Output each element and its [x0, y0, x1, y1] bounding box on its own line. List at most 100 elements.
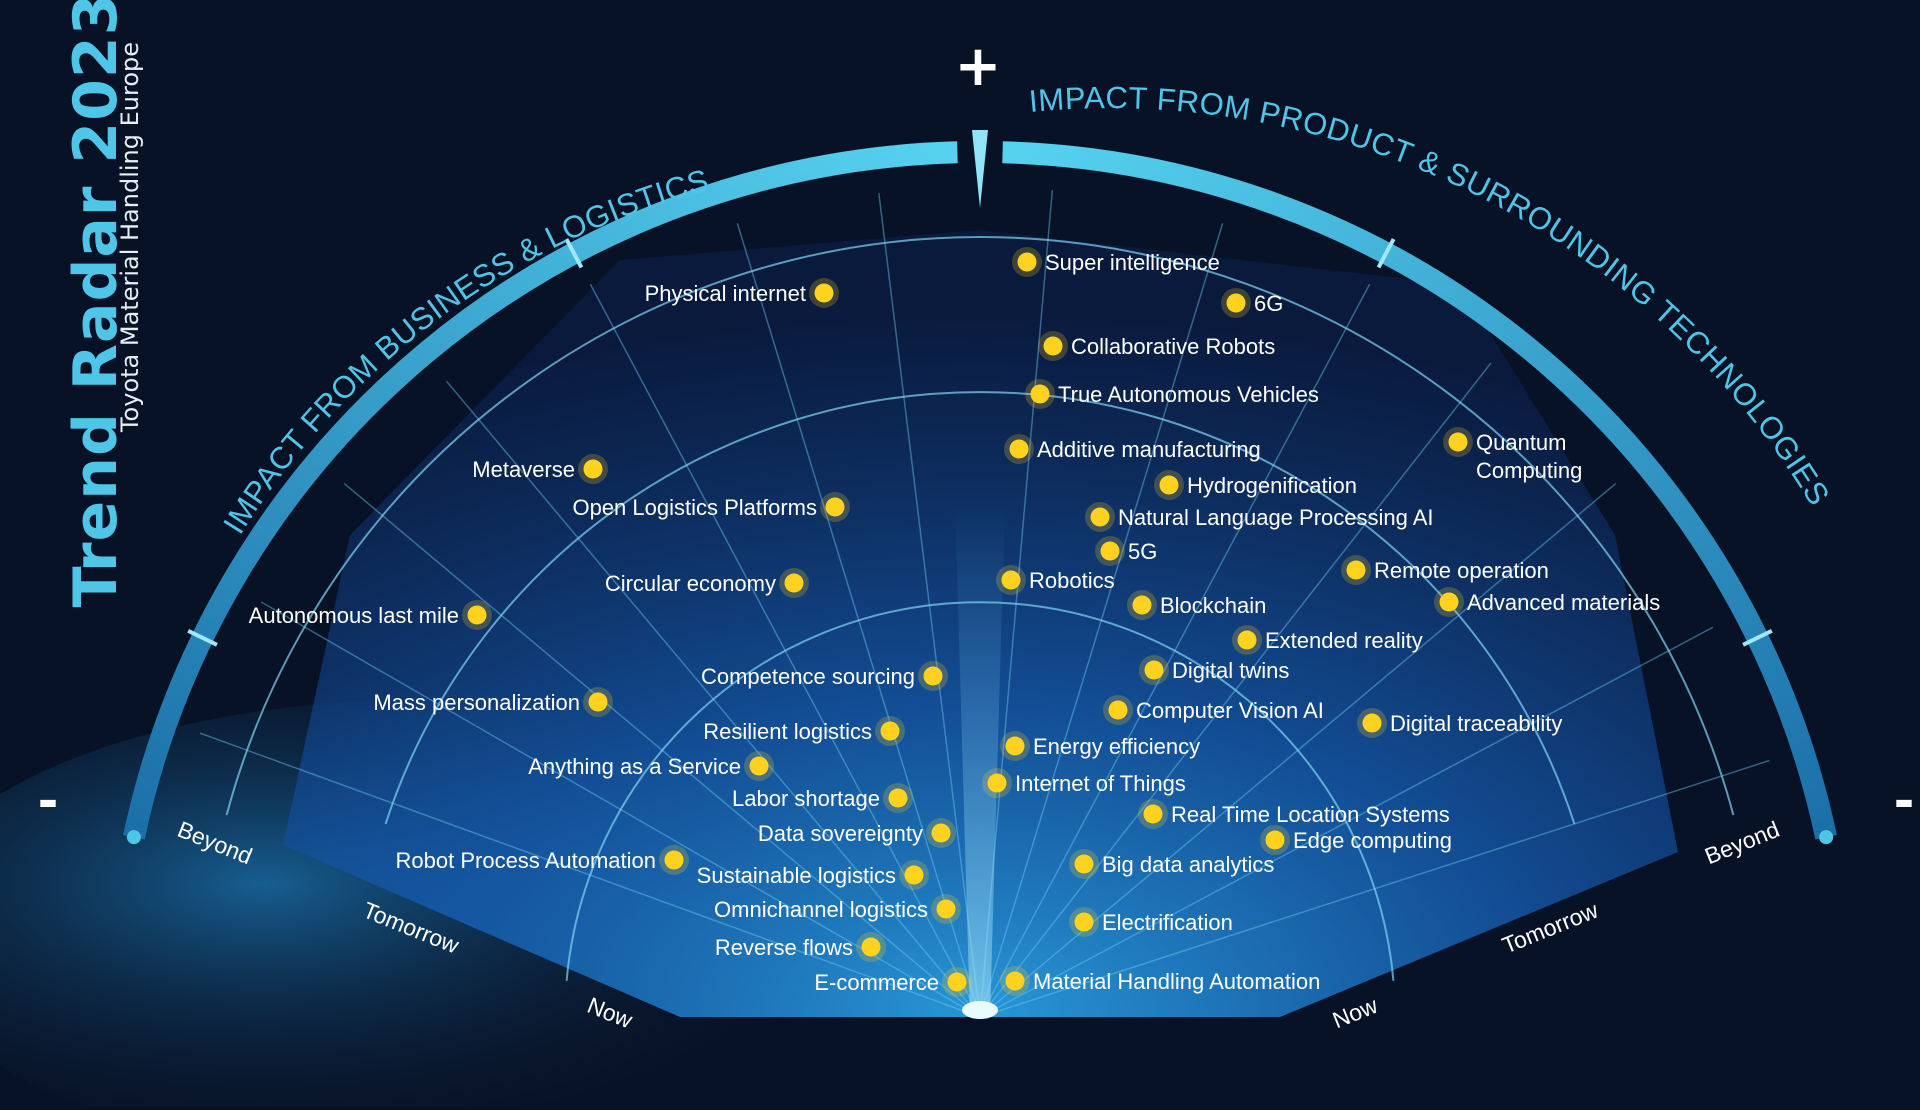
trend-collaborative-robots[interactable]: Collaborative Robots: [1038, 331, 1275, 361]
trend-data-sovereignty[interactable]: Data sovereignty: [758, 818, 956, 848]
trend-dot[interactable]: [1439, 592, 1459, 612]
trend-dot[interactable]: [904, 865, 924, 885]
trend-computer-vision-ai[interactable]: Computer Vision AI: [1103, 695, 1324, 725]
trend-robot-process-automation[interactable]: Robot Process Automation: [396, 845, 689, 875]
trend-dot[interactable]: [1159, 475, 1179, 495]
trend-omnichannel-logistics[interactable]: Omnichannel logistics: [714, 894, 961, 924]
trend-dot[interactable]: [1346, 560, 1366, 580]
trend-true-autonomous-vehicles[interactable]: True Autonomous Vehicles: [1025, 379, 1319, 409]
trend-dot[interactable]: [825, 497, 845, 517]
trend-edge-computing[interactable]: Edge computing: [1260, 825, 1452, 855]
trend-natural-language-processing-ai[interactable]: Natural Language Processing AI: [1085, 502, 1434, 532]
trend-label: 5G: [1128, 539, 1157, 564]
trend-dot[interactable]: [467, 605, 487, 625]
trend-dot[interactable]: [1005, 971, 1025, 991]
trend-reverse-flows[interactable]: Reverse flows: [715, 932, 886, 962]
trend-dot[interactable]: [923, 666, 943, 686]
trend-labor-shortage[interactable]: Labor shortage: [732, 783, 913, 813]
trend-label: Open Logistics Platforms: [572, 495, 817, 520]
trend-electrification[interactable]: Electrification: [1069, 907, 1233, 937]
trend-dot[interactable]: [784, 573, 804, 593]
trend-dot[interactable]: [1143, 804, 1163, 824]
trend-digital-traceability[interactable]: Digital traceability: [1357, 708, 1562, 738]
trend-metaverse[interactable]: Metaverse: [472, 454, 608, 484]
trend-dot[interactable]: [664, 850, 684, 870]
trend-dot[interactable]: [1362, 713, 1382, 733]
trend-robotics[interactable]: Robotics: [996, 565, 1115, 595]
trend-dot[interactable]: [1005, 736, 1025, 756]
trend-dot[interactable]: [1448, 432, 1468, 452]
trend-physical-internet[interactable]: Physical internet: [645, 278, 839, 308]
trend-dot[interactable]: [1009, 439, 1029, 459]
trend-dot[interactable]: [749, 756, 769, 776]
trend-dot[interactable]: [588, 692, 608, 712]
trend-advanced-materials[interactable]: Advanced materials: [1434, 587, 1660, 617]
trend-energy-efficiency[interactable]: Energy efficiency: [1000, 731, 1200, 761]
trend-extended-reality[interactable]: Extended reality: [1232, 625, 1423, 655]
radar-spoke: [878, 193, 979, 1003]
trend-label: Metaverse: [472, 457, 575, 482]
trend-label: Big data analytics: [1102, 852, 1274, 877]
trend-autonomous-last-mile[interactable]: Autonomous last mile: [249, 600, 492, 630]
trend-hydrogenification[interactable]: Hydrogenification: [1154, 470, 1357, 500]
trend-additive-manufacturing[interactable]: Additive manufacturing: [1004, 434, 1261, 464]
radar-spoke: [260, 601, 968, 1011]
trend-dot[interactable]: [1030, 384, 1050, 404]
trend-circular-economy[interactable]: Circular economy: [605, 568, 809, 598]
trend-remote-operation[interactable]: Remote operation: [1341, 555, 1549, 585]
trend-dot[interactable]: [1090, 507, 1110, 527]
trend-5g[interactable]: 5G: [1095, 536, 1157, 566]
trend-dot[interactable]: [1132, 595, 1152, 615]
radar-spoke: [589, 283, 974, 1005]
radar-spoke: [992, 626, 1714, 1011]
trend-resilient-logistics[interactable]: Resilient logistics: [703, 716, 905, 746]
trend-dot[interactable]: [1226, 293, 1246, 313]
trend-dot[interactable]: [936, 899, 956, 919]
trend-big-data-analytics[interactable]: Big data analytics: [1069, 849, 1274, 879]
trend-competence-sourcing[interactable]: Competence sourcing: [701, 661, 948, 691]
trend-blockchain[interactable]: Blockchain: [1127, 590, 1266, 620]
trend-dot[interactable]: [1100, 541, 1120, 561]
trend-mass-personalization[interactable]: Mass personalization: [373, 687, 613, 717]
trend-anything-as-a-service[interactable]: Anything as a Service: [528, 751, 774, 781]
trend-label: Computer Vision AI: [1136, 698, 1324, 723]
trend-dot[interactable]: [880, 721, 900, 741]
trend-dot[interactable]: [1144, 660, 1164, 680]
trend-dot[interactable]: [1017, 252, 1037, 272]
trend-dot[interactable]: [1265, 830, 1285, 850]
trend-dot[interactable]: [931, 823, 951, 843]
trend-dot[interactable]: [947, 972, 967, 992]
trend-super-intelligence[interactable]: Super intelligence: [1012, 247, 1220, 277]
plus-symbol: +: [955, 34, 1002, 99]
trend-label: Data sovereignty: [758, 821, 923, 846]
trend-6g[interactable]: 6G: [1221, 288, 1283, 318]
trend-label: Remote operation: [1374, 558, 1549, 583]
trend-dot[interactable]: [1074, 854, 1094, 874]
trend-digital-twins[interactable]: Digital twins: [1139, 655, 1289, 685]
arc-tick: [187, 628, 218, 647]
trend-label: Edge computing: [1293, 828, 1452, 853]
trend-dot[interactable]: [583, 459, 603, 479]
trend-dot[interactable]: [814, 283, 834, 303]
trend-material-handling-automation[interactable]: Material Handling Automation: [1000, 966, 1320, 996]
trend-sustainable-logistics[interactable]: Sustainable logistics: [697, 860, 929, 890]
trend-dot[interactable]: [1043, 336, 1063, 356]
trend-dot[interactable]: [861, 937, 881, 957]
trend-dot[interactable]: [1074, 912, 1094, 932]
trend-label: Anything as a Service: [528, 754, 741, 779]
trend-dot[interactable]: [987, 773, 1007, 793]
trend-dot[interactable]: [1108, 700, 1128, 720]
trend-label: Material Handling Automation: [1033, 969, 1320, 994]
trend-internet-of-things[interactable]: Internet of Things: [982, 768, 1186, 798]
trend-dot[interactable]: [1237, 630, 1257, 650]
trend-label: Circular economy: [605, 571, 776, 596]
trend-real-time-location-systems[interactable]: Real Time Location Systems: [1138, 799, 1450, 829]
trend-dot[interactable]: [888, 788, 908, 808]
trend-e-commerce[interactable]: E-commerce: [814, 967, 972, 997]
trend-label: Digital traceability: [1390, 711, 1562, 736]
trend-dot[interactable]: [1001, 570, 1021, 590]
trend-open-logistics-platforms[interactable]: Open Logistics Platforms: [572, 492, 850, 522]
arc-tick: [1742, 628, 1773, 647]
